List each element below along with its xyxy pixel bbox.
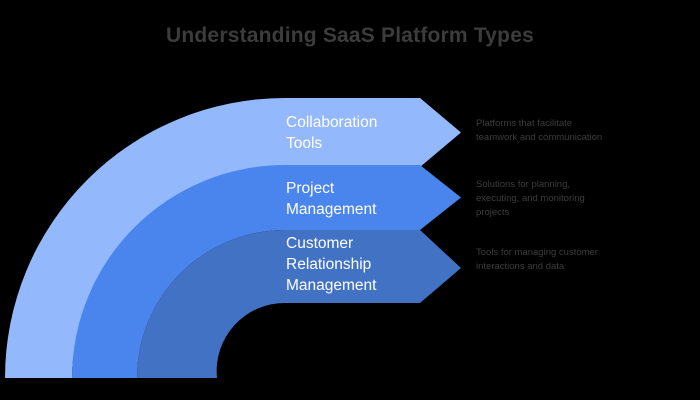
band-description-collaboration-tools: Platforms that facilitate teamwork and c… <box>476 118 603 143</box>
page-title: Understanding SaaS Platform Types <box>166 24 534 47</box>
band-description-customer-relationship-management: Tools for managing customer interactions… <box>476 247 598 272</box>
band-label-project-management: Project Management <box>286 180 377 218</box>
band-label-collaboration-tools: Collaboration Tools <box>286 114 378 152</box>
arc-band-project-management[interactable] <box>72 165 461 378</box>
band-description-project-management: Solutions for planning, executing, and m… <box>476 179 585 218</box>
arc-band-collaboration-tools[interactable] <box>5 98 461 378</box>
band-label-customer-relationship-management: Customer Relationship Management <box>286 235 377 294</box>
arc-band-customer-relationship-management[interactable] <box>137 230 461 378</box>
